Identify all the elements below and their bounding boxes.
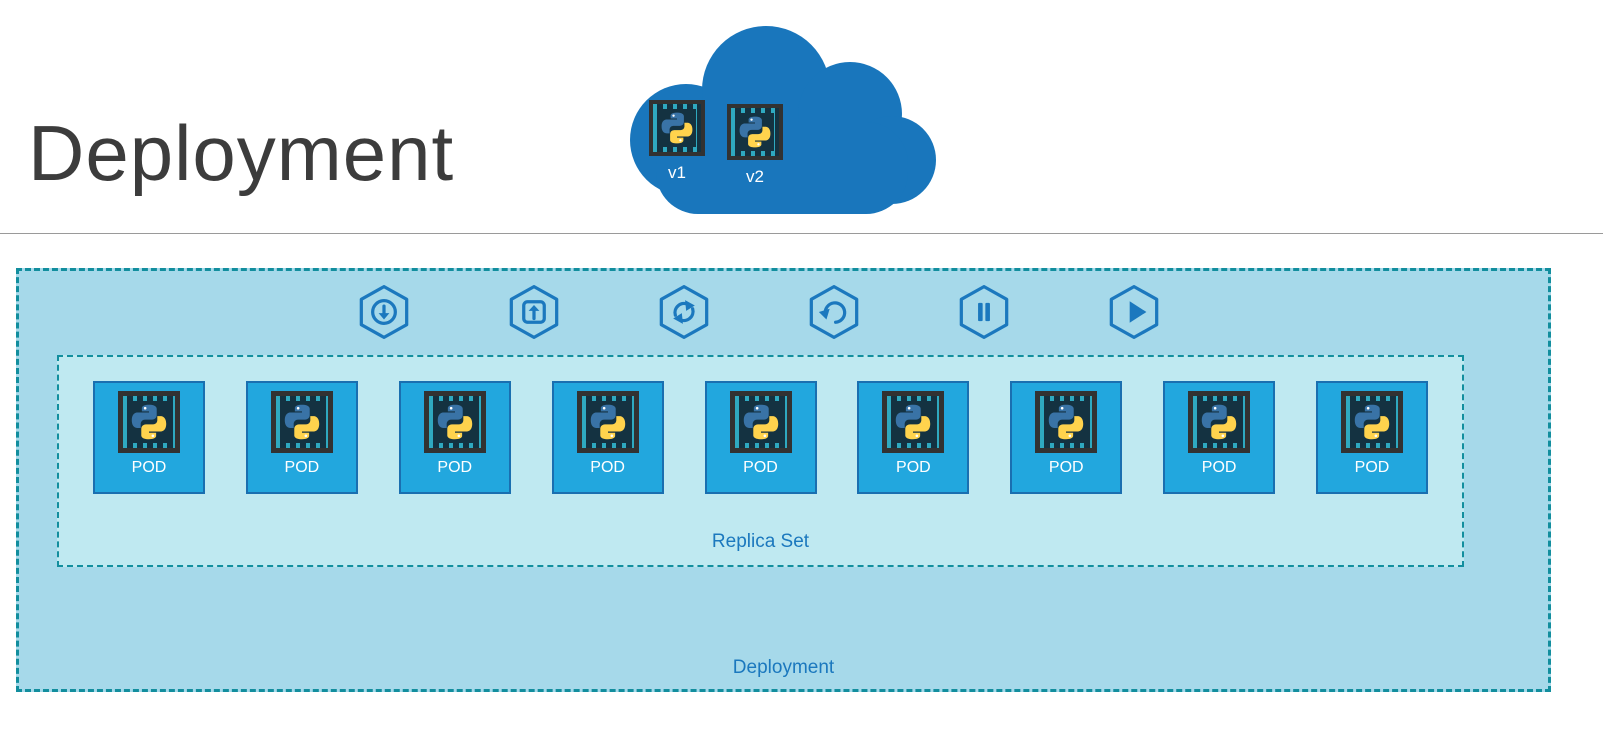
python-logo-icon [660,111,694,145]
python-logo-icon [894,403,933,441]
container-icon [1188,391,1251,453]
version-label: v1 [668,163,686,182]
container-icon [576,391,639,453]
pod-label: POD [590,459,625,476]
pods-row: POD POD POD [59,357,1462,494]
pod: POD [398,381,511,494]
scale-up-icon [507,285,561,339]
rollback-icon [807,285,861,339]
deployment-box: POD POD POD [16,268,1551,692]
container-registry-cloud: v1 v2 [598,12,940,214]
python-logo-icon [1200,403,1239,441]
replica-set-label: Replica Set [711,531,810,552]
pod-label: POD [1354,459,1390,476]
scale-down-icon [357,285,411,339]
container-icon [423,391,486,453]
pod: POD [93,381,205,494]
version-label: v2 [746,167,764,186]
pod-label: POD [743,459,778,476]
pause-icon [957,285,1011,339]
pod-label: POD [437,459,473,476]
container-icon [1035,391,1098,453]
container-icon [118,391,180,453]
container-icon [1341,391,1403,453]
python-logo-icon [435,403,474,441]
pod-label: POD [284,459,320,476]
pod: POD [857,381,970,494]
pod: POD [1163,381,1276,494]
python-logo-icon [741,403,780,441]
python-logo-icon [282,403,321,441]
image-version-v1: v1 [648,100,706,183]
play-icon [1107,285,1161,339]
container-icon [882,391,945,453]
title-separator [0,233,1603,234]
container-icon [727,104,783,160]
container-icon [649,100,705,156]
pod: POD [704,381,817,494]
pod: POD [245,381,358,494]
deployment-label: Deployment [732,657,835,678]
pod-label: POD [131,459,167,476]
python-logo-icon [588,403,627,441]
cloud-icon [630,26,936,214]
pod: POD [1316,381,1428,494]
replica-set-box: POD POD POD [57,355,1464,567]
pod-label: POD [1201,459,1237,476]
container-icon [729,391,792,453]
python-logo-icon [1047,403,1086,441]
page-title: Deployment [28,109,455,197]
pod-label: POD [896,459,931,476]
python-logo-icon [130,403,168,441]
container-icon [270,391,333,453]
python-logo-icon [1353,403,1391,441]
pod-label: POD [1048,459,1084,476]
image-version-v2: v2 [726,104,784,187]
deployment-capabilities-toolbar [357,285,1161,339]
pod: POD [551,381,664,494]
python-logo-icon [738,115,772,149]
pod: POD [1010,381,1123,494]
rolling-update-icon [657,285,711,339]
